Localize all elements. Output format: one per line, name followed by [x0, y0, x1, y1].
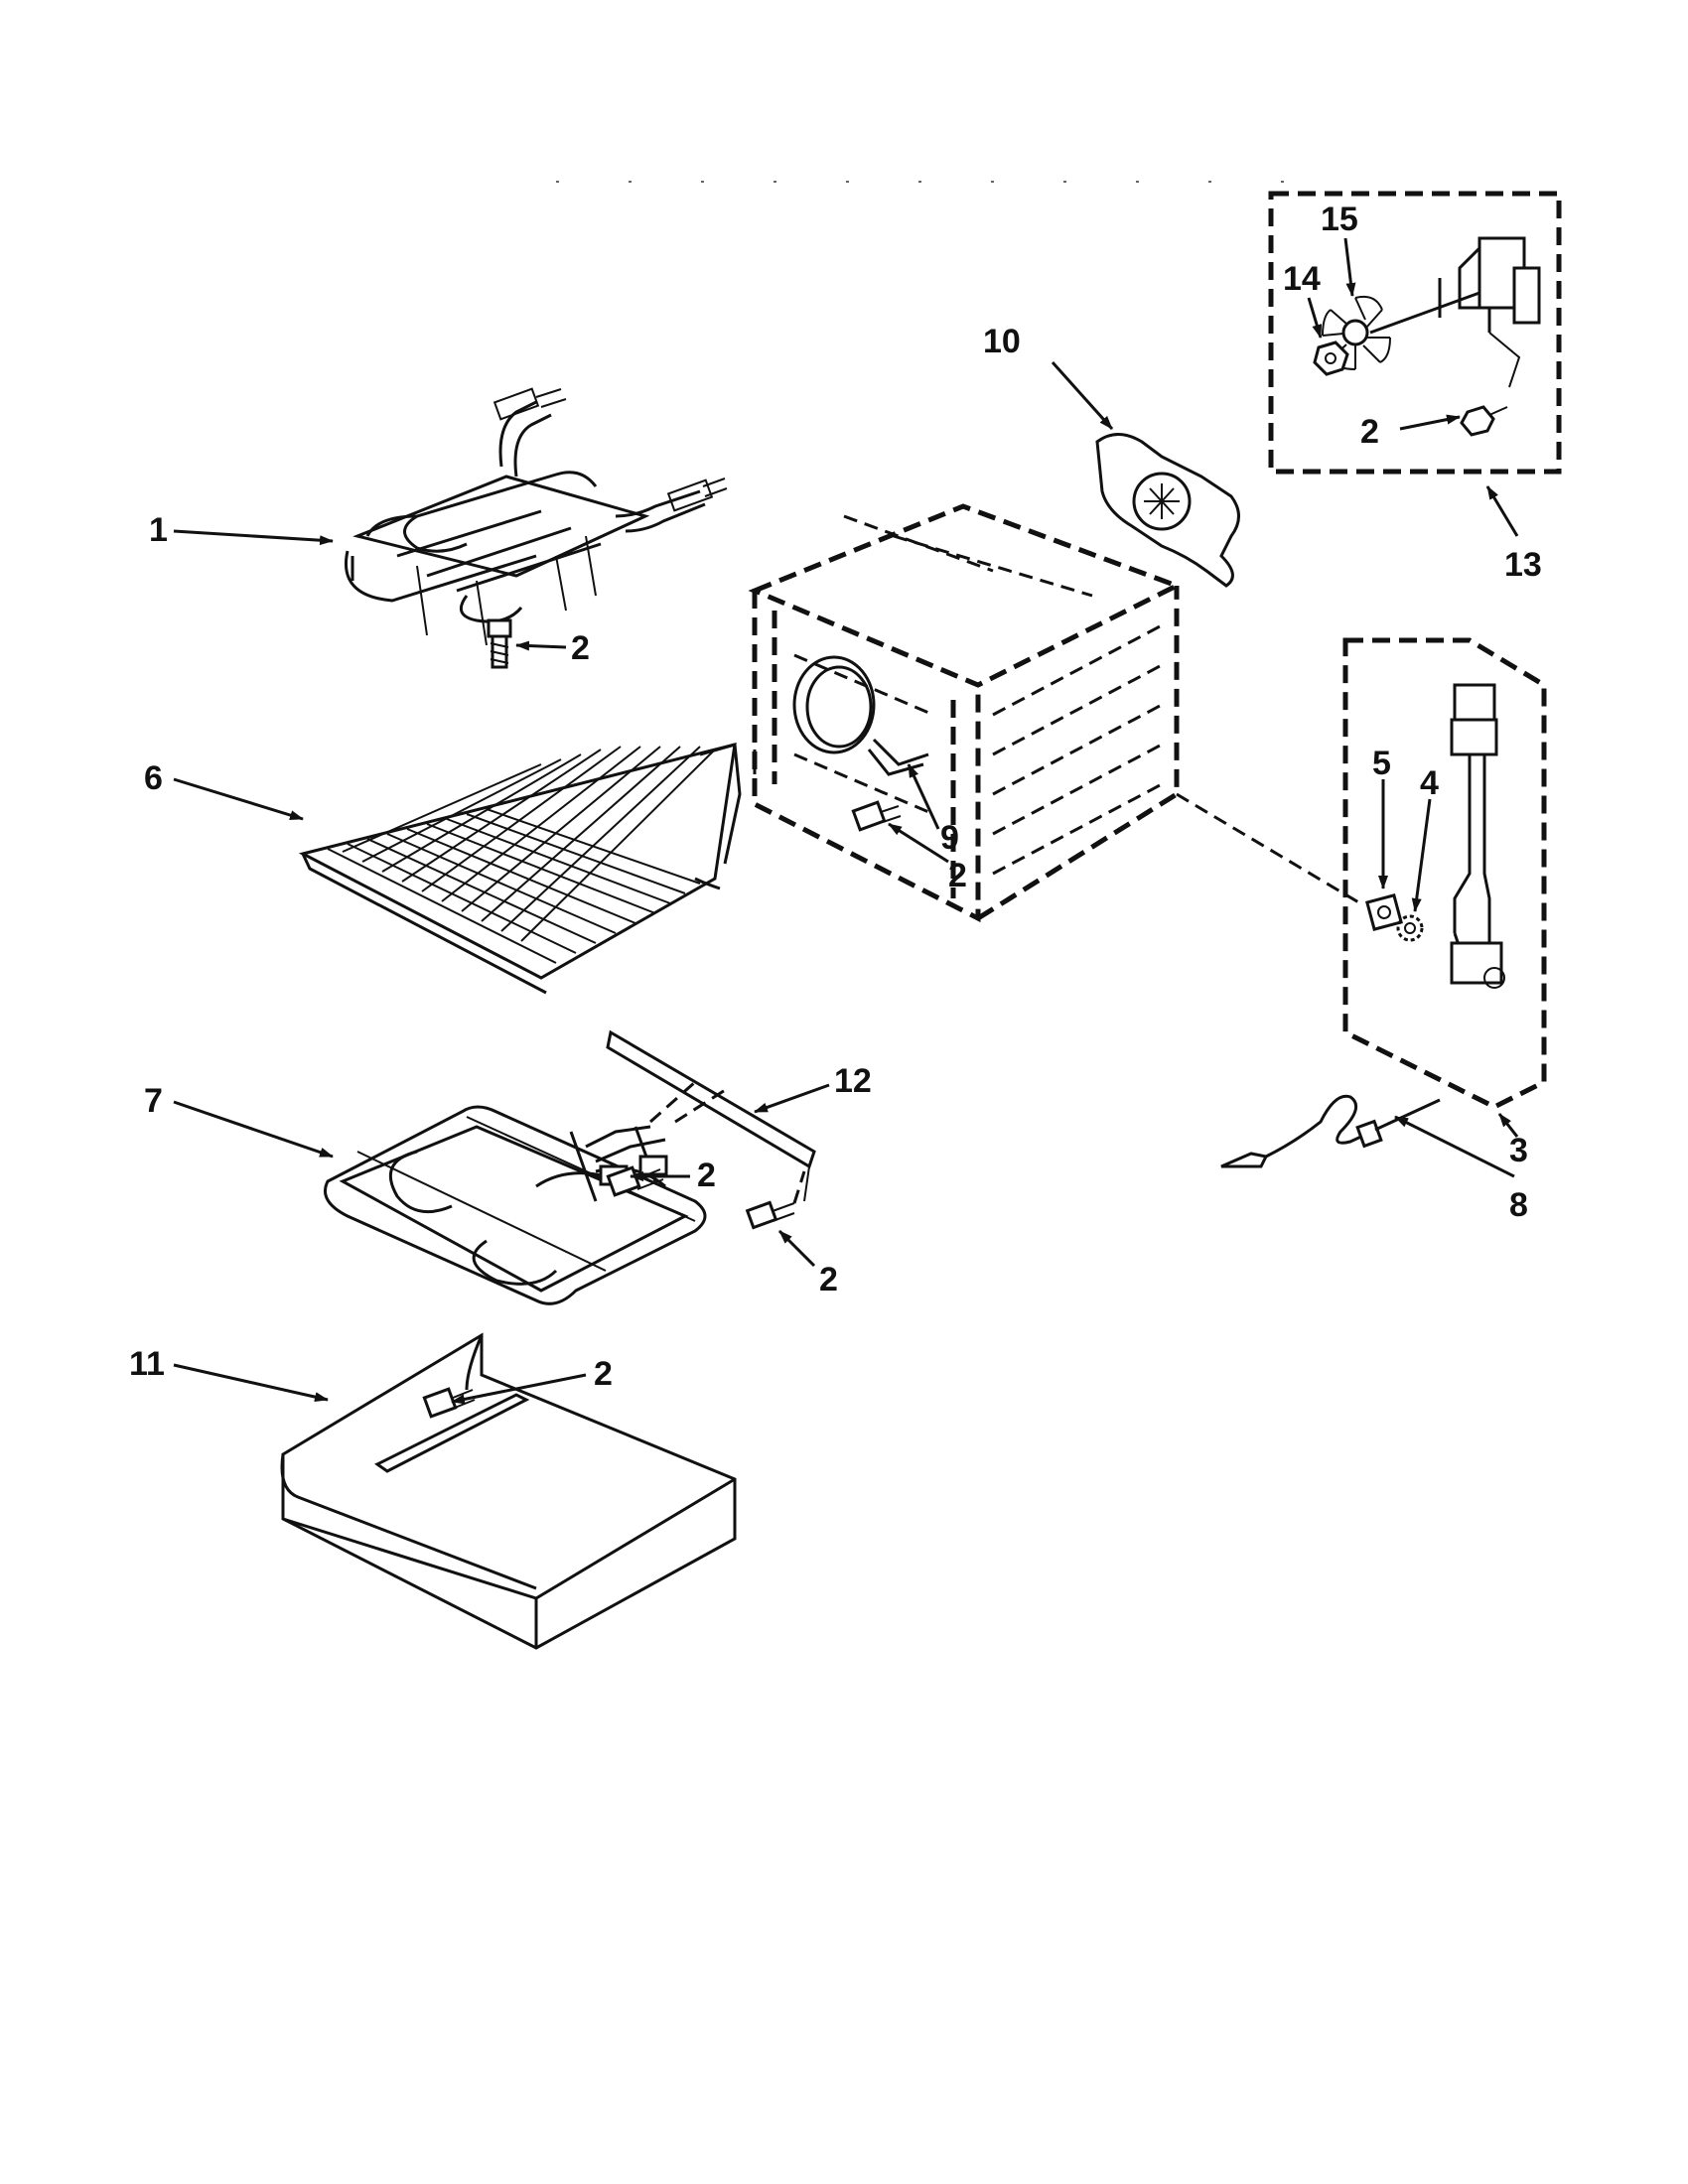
- latch-assembly-box[interactable]: [1342, 637, 1547, 1110]
- callout-12: 12: [834, 1062, 872, 1100]
- callout-8: 8: [1509, 1186, 1528, 1224]
- callout-2-element-low: 2: [819, 1261, 838, 1298]
- screw-part-2-motor[interactable]: [1460, 405, 1508, 437]
- fan-motor[interactable]: [1369, 236, 1541, 388]
- washer-part-4[interactable]: [1396, 914, 1424, 942]
- screw-part-2-cover[interactable]: [422, 1387, 476, 1419]
- screw-part-2-upper[interactable]: [487, 618, 512, 669]
- callout-11: 11: [129, 1345, 165, 1383]
- bottom-cover-part-11[interactable]: [280, 1332, 737, 1650]
- callout-3: 3: [1509, 1132, 1528, 1169]
- screw-part-2-element-low[interactable]: [745, 1170, 806, 1230]
- oven-cavity-outline: [748, 503, 1184, 923]
- callout-14: 14: [1283, 260, 1321, 298]
- convection-ring-part-9[interactable]: [792, 655, 929, 776]
- fan-baffle-part-10[interactable]: [1095, 433, 1240, 588]
- callout-6: 6: [144, 759, 163, 797]
- broil-element-part-1[interactable]: [345, 387, 728, 646]
- callout-4: 4: [1420, 764, 1439, 802]
- latch-switch[interactable]: [1450, 683, 1505, 989]
- callout-2-cover: 2: [594, 1355, 613, 1393]
- callout-5: 5: [1372, 745, 1391, 782]
- nut-part-5[interactable]: [1365, 893, 1403, 931]
- callout-2-motor: 2: [1360, 413, 1379, 451]
- bracket-part-12[interactable]: [606, 1029, 816, 1202]
- callout-13: 13: [1504, 546, 1542, 584]
- nut-part-14[interactable]: [1313, 341, 1349, 376]
- callout-15: 15: [1321, 201, 1358, 238]
- callout-2-element-mid: 2: [697, 1157, 716, 1194]
- temperature-sensor-part-8[interactable]: [1220, 1094, 1441, 1168]
- bake-element-part-7[interactable]: [324, 1105, 707, 1305]
- callout-2-upper-screw: 2: [571, 629, 590, 667]
- callout-labels: 1 2 6 7 2 2 12 11 2 10 9 2 15 14 2 13 5 …: [129, 201, 1542, 1393]
- callout-9: 9: [940, 819, 959, 857]
- callout-1: 1: [149, 511, 168, 549]
- latch-leader-line: [1176, 792, 1361, 905]
- callout-10: 10: [983, 323, 1021, 360]
- screw-part-2-cavity[interactable]: [851, 800, 902, 832]
- callout-leaders: [173, 237, 1519, 1405]
- oven-rack-part-6[interactable]: [298, 742, 757, 995]
- callout-7: 7: [144, 1082, 163, 1120]
- fan-motor-assembly-box[interactable]: [1268, 191, 1562, 475]
- callout-2-cavity: 2: [948, 857, 967, 894]
